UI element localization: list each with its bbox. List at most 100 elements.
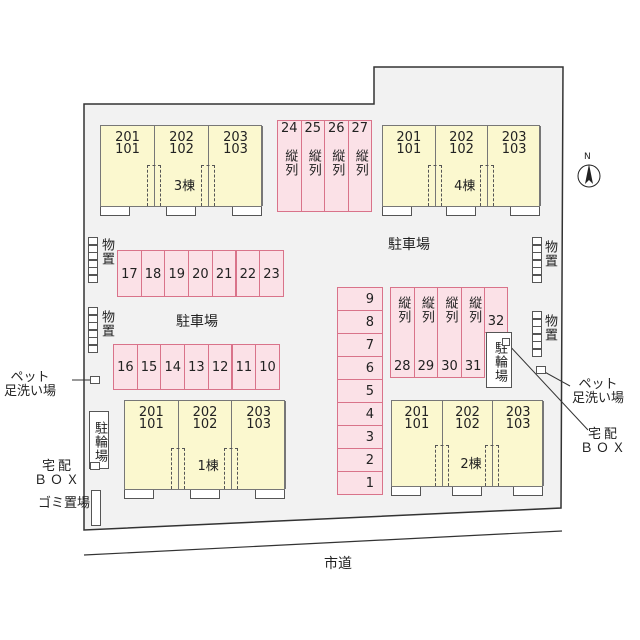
north-arrow: N <box>576 150 602 192</box>
garbage-area <box>91 490 101 526</box>
parking-space[interactable]: 5 <box>337 379 383 403</box>
building-name: 1棟 <box>197 459 219 474</box>
pet-wash-left <box>90 376 100 384</box>
parking-space[interactable]: 24 縦列 <box>277 120 302 212</box>
parking-space[interactable]: 11 <box>231 344 257 390</box>
storage-label: 物置 <box>99 238 114 266</box>
entrance-outline <box>427 165 442 206</box>
parking-space[interactable]: 3 <box>337 425 383 449</box>
parking-space[interactable]: 10 <box>255 344 280 390</box>
space-number: 17 <box>121 267 138 282</box>
entrance-outline <box>170 448 185 489</box>
parking-space[interactable]: 22 <box>235 250 261 297</box>
unit-number-lower: 101 <box>396 142 422 157</box>
parking-space[interactable]: 7 <box>337 333 383 357</box>
compass-icon <box>577 164 601 188</box>
unit-number-lower: 103 <box>246 417 272 432</box>
storage-unit <box>88 274 98 283</box>
parking-space[interactable]: 21 <box>211 250 237 297</box>
space-number: 19 <box>168 267 185 282</box>
building-name: 2棟 <box>460 457 482 473</box>
parking-space[interactable]: 縦列 28 <box>390 287 415 378</box>
unit-number-upper: 203 <box>505 405 531 420</box>
vertical-parking-label: 縦列 <box>418 296 434 324</box>
space-number: 24 <box>280 121 298 136</box>
parking-space[interactable]: 縦列 31 <box>460 287 486 378</box>
parking-space[interactable]: 20 <box>188 250 213 297</box>
entrance-outline <box>485 445 500 486</box>
balcony <box>382 207 412 216</box>
delivery-box-leader <box>505 341 589 431</box>
balcony <box>124 490 154 499</box>
vertical-parking-label: 縦列 <box>282 149 298 177</box>
parking-space[interactable]: 18 <box>140 250 166 297</box>
space-number: 20 <box>192 267 209 282</box>
space-number: 22 <box>239 267 257 282</box>
balcony <box>513 487 543 496</box>
unit-number-lower: 103 <box>223 142 248 157</box>
space-number: 31 <box>464 359 482 374</box>
parking-space[interactable]: 16 <box>113 344 138 390</box>
balcony <box>100 207 130 216</box>
road-label: 市道 <box>324 556 352 572</box>
parking-space[interactable]: 17 <box>117 250 142 297</box>
parking-space[interactable]: 19 <box>164 250 190 297</box>
parking-space[interactable]: 6 <box>337 356 383 380</box>
pet-wash-label-left: ペット足洗い場 <box>4 370 57 399</box>
space-number: 26 <box>327 121 345 136</box>
storage-unit <box>532 348 542 357</box>
space-number: 12 <box>211 360 229 375</box>
parking-space[interactable]: 9 <box>337 287 383 311</box>
parking-space[interactable]: 23 <box>259 250 284 297</box>
parking-space[interactable]: 32 <box>484 287 508 333</box>
unit-number-upper: 201 <box>404 405 430 420</box>
delivery-box-right <box>502 338 510 346</box>
unit-number-lower: 103 <box>505 417 531 432</box>
entrance-outline <box>201 165 215 206</box>
delivery-box-left <box>90 462 100 470</box>
unit-number-upper: 203 <box>246 405 272 420</box>
parking-space[interactable]: 12 <box>207 344 233 390</box>
balcony <box>255 490 285 499</box>
space-number: 13 <box>188 360 205 375</box>
building-name: 4棟 <box>454 179 476 195</box>
north-label: N <box>584 152 591 162</box>
storage-label: 物置 <box>542 240 557 268</box>
parking-space[interactable]: 15 <box>136 344 162 390</box>
parking-space[interactable]: 2 <box>337 448 383 472</box>
balcony <box>446 207 476 216</box>
parking-space[interactable]: 8 <box>337 310 383 334</box>
vertical-parking-label: 縦列 <box>395 296 411 324</box>
vertical-parking-label: 縦列 <box>305 149 321 177</box>
vertical-parking-label: 縦列 <box>466 296 482 324</box>
space-number: 28 <box>394 359 411 374</box>
balcony <box>510 207 540 216</box>
parking-space[interactable]: 4 <box>337 402 383 426</box>
parking-space[interactable]: 13 <box>184 344 209 390</box>
building-name: 3棟 <box>173 179 196 195</box>
parking-space[interactable]: 14 <box>160 344 186 390</box>
parking-space[interactable]: 1 <box>337 471 383 495</box>
space-number: 15 <box>140 360 158 375</box>
space-number: 29 <box>417 359 435 374</box>
parking-space[interactable]: 縦列 29 <box>413 287 439 378</box>
unit-number-upper: 202 <box>192 405 218 420</box>
